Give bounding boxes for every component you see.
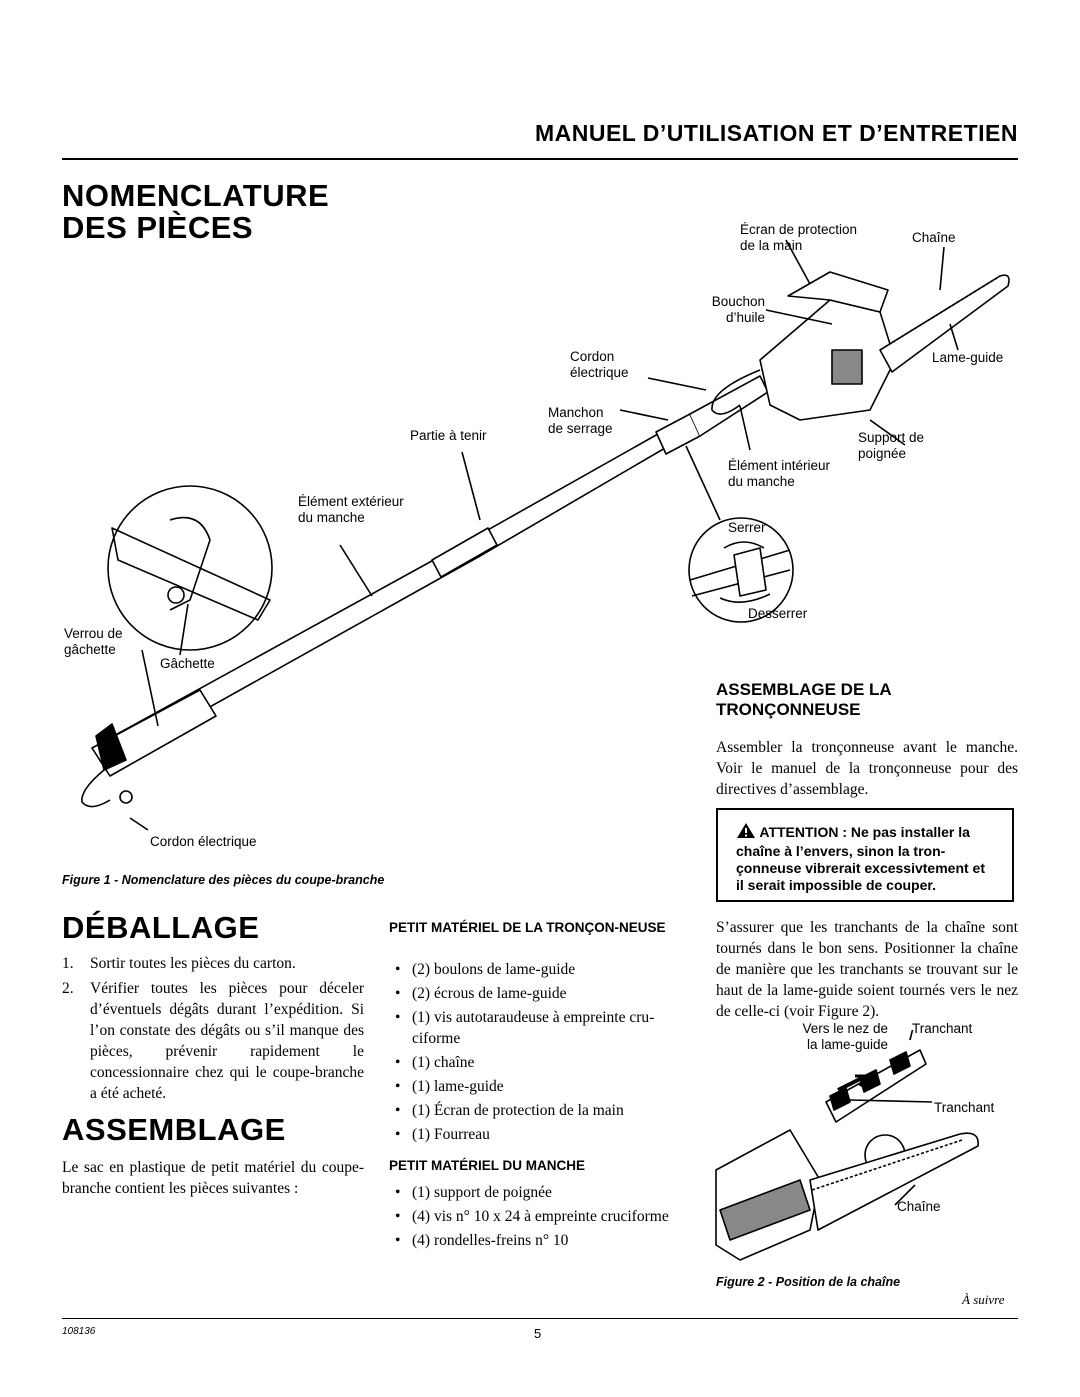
- label-lame-guide: Lame-guide: [932, 350, 1004, 365]
- label-verrou: Verrou de gâchette: [64, 626, 123, 657]
- warning-text: ATTENTION : Ne pas installer la chaîne à…: [736, 824, 986, 893]
- list-item: (1) Écran de protection de la main: [389, 1100, 694, 1121]
- warning-box: ATTENTION : Ne pas installer la chaîne à…: [716, 808, 1014, 902]
- list-item: (1) Fourreau: [389, 1124, 694, 1145]
- deballage-steps: 1.Sortir toutes les pièces du carton. 2.V…: [62, 953, 364, 1108]
- label-support: Support de poignée: [858, 430, 925, 461]
- pole-saw-illustration: [81, 239, 1010, 831]
- figure1-caption: Figure 1 - Nomenclature des pièces du co…: [62, 873, 385, 887]
- list-item: (1) support de poignée: [389, 1182, 699, 1203]
- label-bouchon: Bouchon d’huile: [711, 294, 765, 325]
- list-item: (2) boulons de lame-guide: [389, 959, 694, 980]
- label-cordon-bas: Cordon électrique: [150, 834, 257, 849]
- label-partie: Partie à tenir: [410, 428, 487, 443]
- manual-header-title: MANUEL D’UTILISATION ET D’ENTRETIEN: [534, 120, 1018, 146]
- label-chaine-fig2: Chaîne: [897, 1199, 941, 1214]
- page-number: 5: [534, 1326, 542, 1341]
- petit-materiel-tronconneuse-title: PETIT MATÉRIEL DE LA TRONÇON-NEUSE: [389, 920, 666, 935]
- assemblage-tronconneuse-text: Assembler la tronçonneuse avant le man­c…: [716, 739, 1018, 798]
- deballage-step: 1.Sortir toutes les pièces du carton.: [62, 955, 296, 972]
- label-tranchant-2: Tranchant: [934, 1100, 995, 1115]
- petit-materiel-tronconneuse-list: (2) boulons de lame-guide (2) écrous de l…: [389, 959, 694, 1148]
- header-rule: [62, 158, 1018, 160]
- label-chaine: Chaîne: [912, 230, 956, 245]
- list-item: (4) vis n° 10 x 24 à empreinte cruciform…: [389, 1206, 699, 1227]
- warning-icon: [736, 822, 756, 843]
- a-suivre: À suivre: [962, 1292, 1005, 1307]
- list-item: (1) chaîne: [389, 1052, 694, 1073]
- label-manchon: Manchon de serrage: [548, 405, 613, 436]
- list-item: (1) vis autotaraudeuse à empreinte cru­c…: [389, 1007, 694, 1049]
- label-ecran: Écran de protection de la main: [740, 222, 858, 253]
- petit-materiel-manche-title: PETIT MATÉRIEL DU MANCHE: [389, 1158, 586, 1173]
- label-element-interieur: Élément intérieur du manche: [728, 458, 831, 489]
- deballage-title: DÉBALLAGE: [62, 910, 260, 945]
- nomenclature-title: NOMENCLATURE DES PIÈCES: [62, 178, 330, 245]
- petit-materiel-manche-list: (1) support de poignée (4) vis n° 10 x 24…: [389, 1182, 699, 1254]
- figure2-caption: Figure 2 - Position de la chaîne: [716, 1275, 901, 1289]
- label-tranchant-1: Tranchant: [912, 1021, 973, 1036]
- label-vers-nez: Vers le nez de la lame-guide: [802, 1021, 888, 1052]
- label-cordon: Cordon électrique: [570, 349, 629, 380]
- list-item: (4) rondelles-freins n° 10: [389, 1230, 699, 1251]
- chain-position-illustration: [715, 1030, 979, 1261]
- deballage-step: 2.Vérifier toutes les pièces pour décele…: [62, 980, 364, 1102]
- doc-number: 108136: [62, 1326, 96, 1337]
- footer-rule: [62, 1318, 1018, 1319]
- list-item: (2) écrous de lame-guide: [389, 983, 694, 1004]
- label-gachette: Gâchette: [160, 656, 215, 671]
- label-desserrer: Desserrer: [748, 606, 808, 621]
- label-element-exterieur: Élément extérieur du manche: [298, 494, 404, 525]
- list-item: (1) lame-guide: [389, 1076, 694, 1097]
- assemblage-tronconneuse-title: ASSEMBLAGE DE LA TRONÇONNEUSE: [716, 680, 892, 719]
- assemblage-title: ASSEMBLAGE: [62, 1112, 286, 1147]
- label-serrer: Serrer: [728, 520, 766, 535]
- assemblage-tronconneuse-text2: S’assurer que les tranchants de la chaîn…: [716, 919, 1018, 1020]
- assemblage-intro: Le sac en plastique de petit matériel du…: [62, 1159, 364, 1197]
